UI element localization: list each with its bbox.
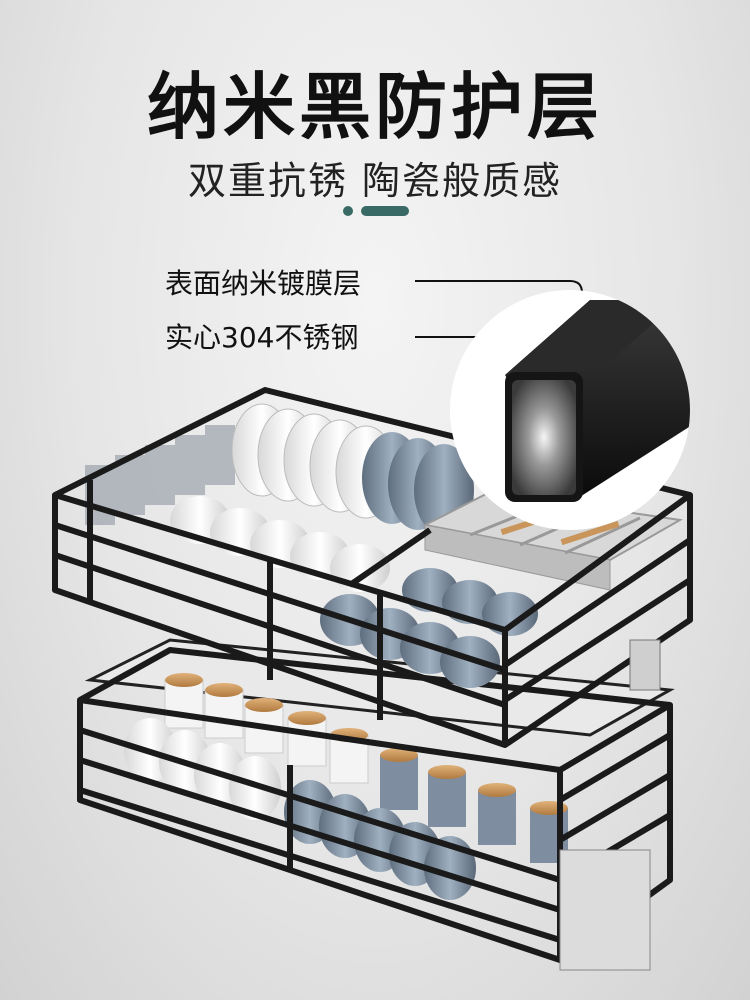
decorative-dots [343, 205, 413, 217]
callout-label-coating: 表面纳米镀膜层 [165, 267, 362, 300]
tube-cross-section [450, 290, 690, 530]
dot-small [343, 206, 353, 216]
jars [164, 673, 568, 863]
dot-bar [361, 206, 409, 216]
upper-white-plates [231, 403, 474, 536]
page-title: 纳米黑防护层 [146, 65, 603, 149]
cups [85, 425, 235, 525]
page-subtitle: 双重抗锈 陶瓷般质感 [187, 159, 563, 203]
upper-basket [52, 387, 693, 748]
callout-label-steel: 实心304不锈钢 [165, 321, 359, 354]
lower-basket [77, 638, 675, 971]
